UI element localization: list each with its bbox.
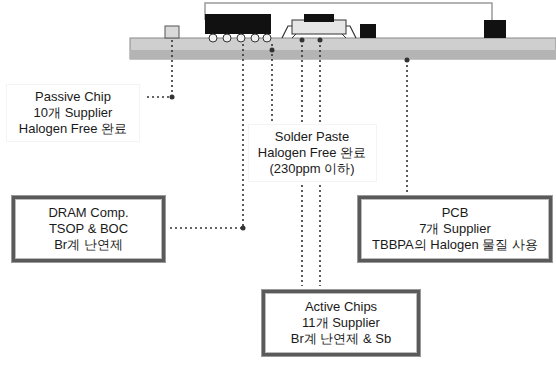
active-die xyxy=(304,14,334,22)
connector-block xyxy=(484,20,506,38)
box-line: Halogen Free 완료 xyxy=(255,145,370,161)
box-line: 10개 Supplier xyxy=(13,105,133,121)
box-line: Br계 난연제 & Sb xyxy=(273,331,409,347)
dram-package xyxy=(205,14,271,34)
lead xyxy=(292,34,346,38)
active-package xyxy=(292,20,346,34)
box-heading: Passive Chip xyxy=(13,89,133,105)
small-chip xyxy=(360,24,376,38)
box-heading: Solder Paste xyxy=(255,129,370,145)
pcb-layer xyxy=(130,50,556,59)
box-line: TBBPA의 Halogen 물질 사용 xyxy=(369,237,541,253)
box-line: (230ppm 이하) xyxy=(255,161,370,177)
box-heading: Active Chips xyxy=(273,299,409,315)
box-heading: DRAM Comp. xyxy=(23,205,154,221)
passive-chip xyxy=(165,26,179,38)
box-line: Br계 난연제 xyxy=(23,237,154,253)
note-box: Solder PasteHalogen Free 완료(230ppm 이하) xyxy=(248,124,377,182)
note-box: Passive Chip10개 SupplierHalogen Free 완료 xyxy=(6,84,140,142)
box-heading: PCB xyxy=(369,205,541,221)
box-line: 11개 Supplier xyxy=(273,315,409,331)
box-line: Halogen Free 완료 xyxy=(13,121,133,137)
callout-box: PCB7개 SupplierTBBPA의 Halogen 물질 사용 xyxy=(358,196,552,262)
box-line: 7개 Supplier xyxy=(369,221,541,237)
box-line: TSOP & BOC xyxy=(23,221,154,237)
callout-box: Active Chips11개 SupplierBr계 난연제 & Sb xyxy=(262,290,420,356)
callout-box: DRAM Comp.TSOP & BOCBr계 난연제 xyxy=(12,196,165,262)
solder-balls xyxy=(209,34,271,42)
pcb-board xyxy=(130,38,556,59)
